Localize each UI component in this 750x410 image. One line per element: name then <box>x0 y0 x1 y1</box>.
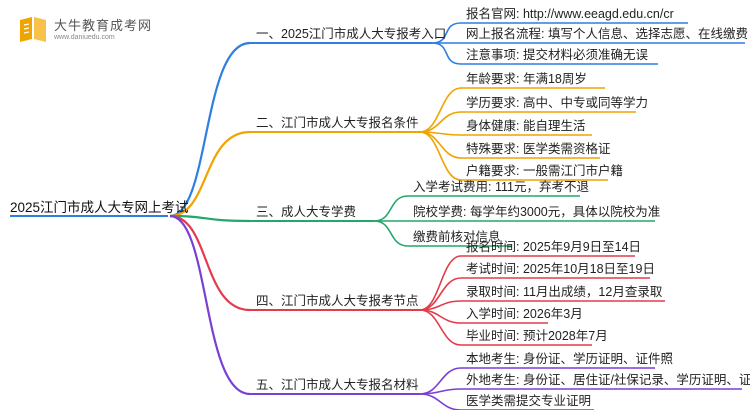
leaf-dates-2: 录取时间: 11月出成绩，12月查录取 <box>466 285 663 299</box>
edge-conditions-leaf-4 <box>419 131 462 181</box>
mindmap-nodes: 2025江门市成人大专网上考试 一、2025江门市成人大专报考入口 报名官网: ht… <box>10 6 750 408</box>
leaf-fees-0: 入学考试费用: 111元，弃考不退 <box>413 179 589 194</box>
leaf-entry-0: 报名官网: http://www.eeagd.edu.cn/cr <box>466 6 674 21</box>
edge-materials-leaf-2 <box>419 393 462 410</box>
edge-materials-leaf-1 <box>419 388 462 395</box>
leaf-fees-1: 院校学费: 每学年约3000元，具体以院校为准 <box>413 204 660 219</box>
branch-label-conditions: 二、江门市成人大专报名条件 <box>256 115 419 130</box>
edge-root-fees <box>169 214 251 223</box>
edge-root-conditions <box>169 130 251 218</box>
edge-root-entry <box>169 41 251 218</box>
leaf-entry-2: 注意事项: 提交材料必须准确无误 <box>466 47 648 62</box>
leaf-dates-0: 报名时间: 2025年9月9日至14日 <box>466 239 641 254</box>
edge-conditions-leaf-1 <box>419 111 462 133</box>
leaf-dates-4: 毕业时间: 预计2028年7月 <box>466 329 608 343</box>
leaf-materials-2: 医学类需提交专业证明 <box>466 393 591 408</box>
leaf-conditions-1: 学历要求: 高中、中专或同等学力 <box>466 95 648 110</box>
edge-entry-leaf-2 <box>431 42 462 65</box>
leaf-materials-0: 本地考生: 身份证、学历证明、证件照 <box>466 351 673 366</box>
branch-label-materials: 五、江门市成人大专报名材料 <box>256 377 419 392</box>
leaf-conditions-4: 户籍要求: 一般需江门市户籍 <box>466 163 623 178</box>
mindmap-edges <box>10 22 745 410</box>
branch-label-entry: 一、2025江门市成人大专报考入口 <box>256 26 446 41</box>
brand-name: 大牛教育成考网 <box>54 18 153 33</box>
leaf-dates-3: 入学时间: 2026年3月 <box>466 306 583 321</box>
leaf-fees-2: 缴费前核对信息 <box>413 229 501 244</box>
site-logo: 大牛教育成考网 www.daniuedu.com <box>14 12 154 48</box>
leaf-conditions-2: 身体健康: 能自理生活 <box>466 118 585 133</box>
leaf-dates-1: 考试时间: 2025年10月18日至19日 <box>466 261 655 276</box>
branch-label-fees: 三、成人大专学费 <box>256 204 356 219</box>
edge-materials-leaf-0 <box>419 367 462 395</box>
edge-root-materials <box>169 214 251 396</box>
edge-root-dates <box>169 214 251 312</box>
leaf-conditions-0: 年龄要求: 年满18周岁 <box>466 71 587 86</box>
branch-label-dates: 四、江门市成人大专报考节点 <box>256 293 419 308</box>
leaf-entry-1: 网上报名流程: 填写个人信息、选择志愿、在线缴费 <box>466 26 748 41</box>
edge-dates-leaf-4 <box>419 309 462 346</box>
root-node: 2025江门市成人大专网上考试 <box>10 199 189 215</box>
book-logo-icon <box>20 17 46 42</box>
edge-fees-leaf-2 <box>373 220 409 247</box>
brand-url: www.daniuedu.com <box>54 34 115 41</box>
leaf-conditions-3: 特殊要求: 医学类需资格证 <box>466 141 611 156</box>
edge-fees-leaf-0 <box>373 195 409 222</box>
leaf-materials-1: 外地考生: 身份证、居住证/社保记录、学历证明、证件照 <box>466 372 750 387</box>
edge-conditions-leaf-0 <box>419 87 462 133</box>
